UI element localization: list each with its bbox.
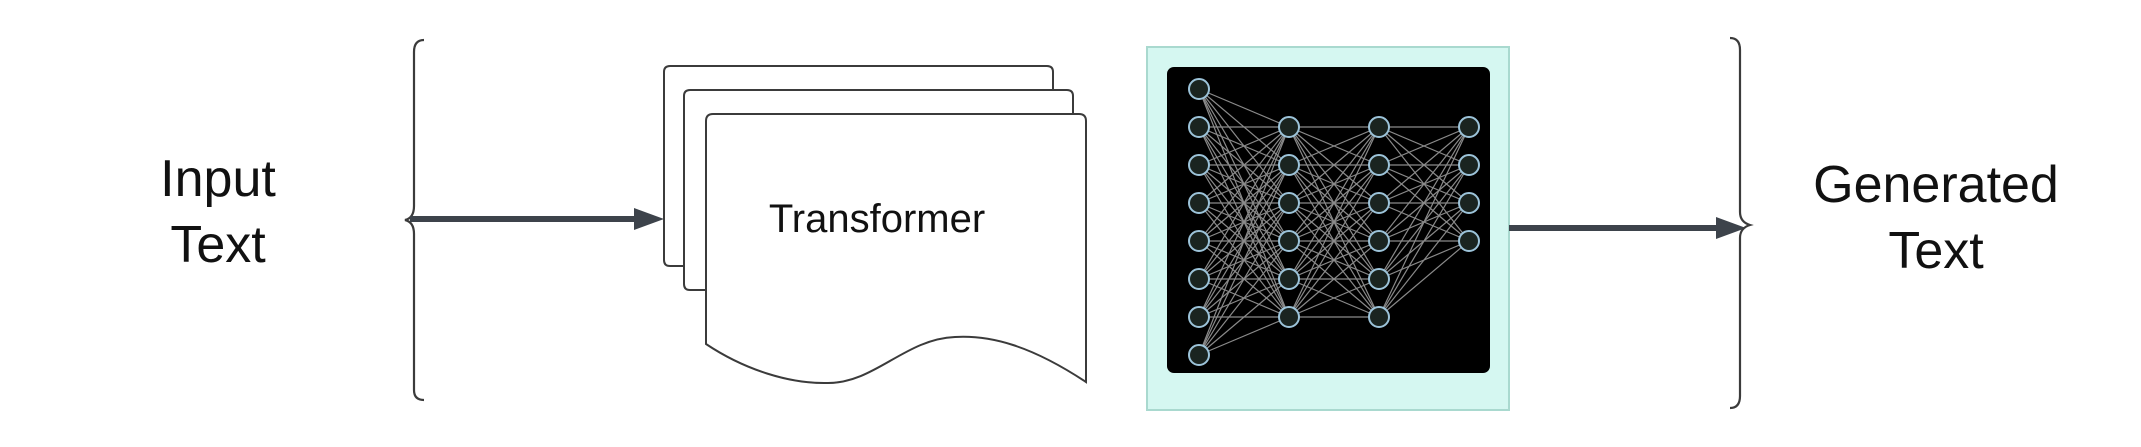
input-text-label: Input Text xyxy=(160,150,276,274)
network-edge xyxy=(1198,126,1290,318)
network-edge xyxy=(1198,316,1290,356)
network-node xyxy=(1278,306,1300,328)
network-node xyxy=(1368,192,1390,214)
network-node xyxy=(1368,116,1390,138)
network-node xyxy=(1278,230,1300,252)
network-edge xyxy=(1378,126,1470,242)
network-node xyxy=(1188,230,1210,252)
neural-network-panel xyxy=(1146,46,1510,411)
network-edge xyxy=(1288,126,1380,204)
output-arrowhead xyxy=(1716,217,1746,239)
network-edge xyxy=(1378,164,1470,318)
transformer-block: Transformer xyxy=(663,65,1087,385)
generated-text-line2: Text xyxy=(1888,222,1984,280)
generated-text-line1: Generated xyxy=(1813,156,2059,214)
network-node xyxy=(1188,306,1210,328)
network-node xyxy=(1188,78,1210,100)
network-edge xyxy=(1198,240,1290,356)
network-edge xyxy=(1288,126,1380,166)
network-edge xyxy=(1198,126,1290,280)
network-node xyxy=(1368,268,1390,290)
network-edge xyxy=(1198,278,1290,356)
network-edge xyxy=(1378,126,1470,280)
network-node xyxy=(1188,192,1210,214)
input-text-line2: Text xyxy=(170,216,266,274)
network-edge xyxy=(1378,202,1470,318)
input-text-line1: Input xyxy=(160,150,276,208)
network-edge xyxy=(1198,202,1290,356)
network-node xyxy=(1458,116,1480,138)
network-node xyxy=(1188,116,1210,138)
input-arrowhead xyxy=(634,208,664,230)
network-edge xyxy=(1288,126,1380,318)
network-edge xyxy=(1288,164,1380,318)
network-edge xyxy=(1378,126,1470,166)
document-front xyxy=(705,113,1087,385)
network-edge xyxy=(1288,126,1380,242)
network-node xyxy=(1368,306,1390,328)
network-edge xyxy=(1288,202,1380,318)
network-node xyxy=(1458,154,1480,176)
network-edge xyxy=(1198,126,1290,356)
network-node xyxy=(1188,344,1210,366)
network-node xyxy=(1458,230,1480,252)
network-node xyxy=(1278,192,1300,214)
network-edge xyxy=(1198,126,1290,166)
transformer-label: Transformer xyxy=(769,197,985,241)
network-edge xyxy=(1378,126,1470,318)
network-node xyxy=(1278,268,1300,290)
network-edges xyxy=(1198,88,1470,356)
network-node xyxy=(1458,192,1480,214)
right-brace xyxy=(1729,36,1754,410)
network-edge xyxy=(1198,164,1290,356)
network-node xyxy=(1188,268,1210,290)
network-nodes xyxy=(1188,78,1480,366)
network-edge xyxy=(1288,126,1380,280)
network-node xyxy=(1188,154,1210,176)
network-edge xyxy=(1378,126,1470,204)
network-node xyxy=(1368,230,1390,252)
network-edge xyxy=(1198,126,1290,242)
network-edge xyxy=(1288,240,1380,318)
network-edge xyxy=(1288,278,1380,318)
generated-text-label: Generated Text xyxy=(1813,156,2059,280)
network-node xyxy=(1368,154,1390,176)
output-arrow xyxy=(1509,217,1746,239)
left-brace xyxy=(404,38,425,402)
network-edge xyxy=(1198,126,1290,204)
network-edge xyxy=(1198,88,1290,128)
network-edge xyxy=(1378,240,1470,318)
input-arrow xyxy=(410,208,664,230)
network-node xyxy=(1278,154,1300,176)
network-node xyxy=(1278,116,1300,138)
